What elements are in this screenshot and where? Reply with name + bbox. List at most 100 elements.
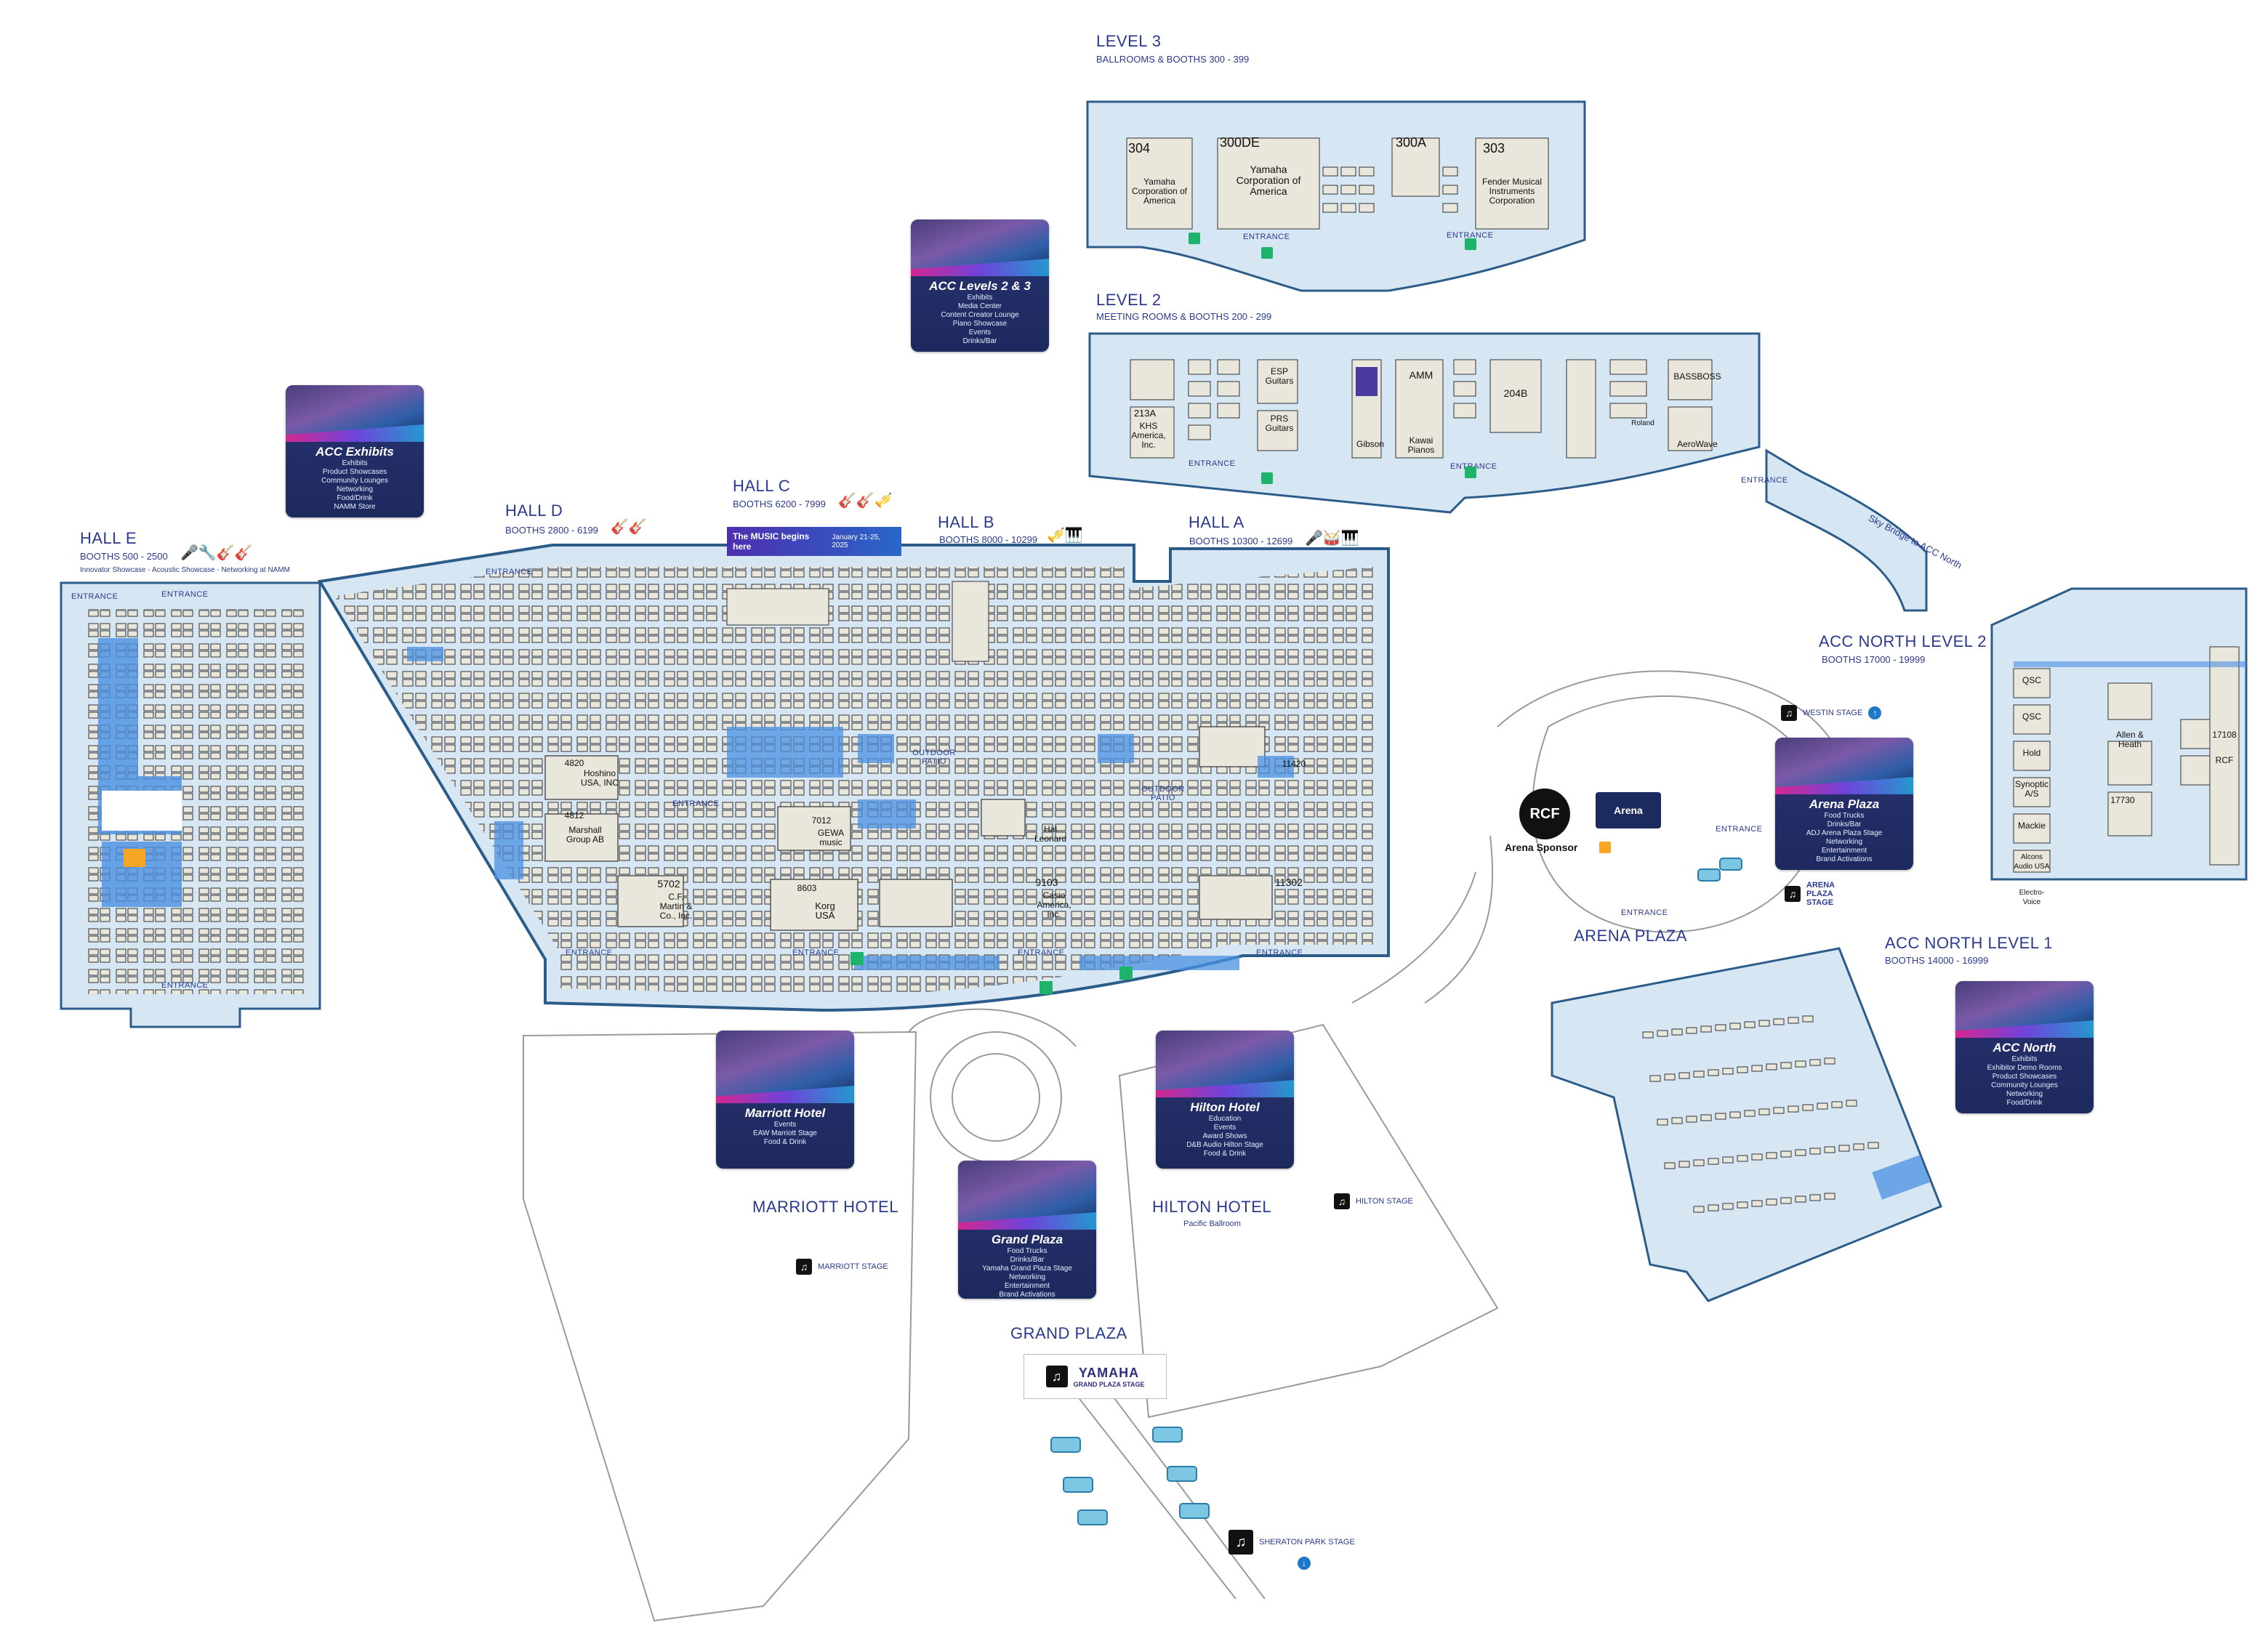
outdoor-patio-2: OUTDOOR PATIO	[1141, 785, 1185, 802]
hilton-stage[interactable]: ♫ HILTON STAGE	[1334, 1193, 1413, 1209]
acc-north-17108[interactable]: 17108	[2212, 730, 2237, 740]
level2-floor[interactable]	[1087, 331, 1770, 531]
stage-label: HILTON STAGE	[1356, 1197, 1413, 1206]
booth-213a[interactable]: 213A	[1133, 408, 1157, 419]
stage-label: WESTIN STAGE	[1803, 709, 1863, 717]
card-photo	[1156, 1031, 1294, 1097]
shuttle-bus-icon	[1179, 1503, 1210, 1519]
arena-plaza-label: ARENA PLAZA	[1574, 927, 1687, 945]
hall-e-note: Innovator Showcase - Acoustic Showcase -…	[80, 566, 291, 574]
booth-kawai[interactable]: Kawai Pianos	[1407, 435, 1435, 455]
booth-4812[interactable]: 4812	[564, 810, 584, 820]
booth-amm[interactable]: AMM	[1409, 369, 1433, 381]
acc-north-synoptic[interactable]: Synoptic A/S	[2014, 779, 2049, 799]
booth-5702[interactable]: 5702	[657, 878, 680, 890]
acc-north-alcons[interactable]: Alcons Audio USA	[2014, 853, 2050, 871]
hall-e-booths: BOOTHS 500 - 2500	[80, 551, 168, 562]
booth-8200-name: Hal Leonard	[1034, 824, 1067, 844]
card-line: Networking	[336, 485, 374, 493]
accessibility-icon	[1465, 238, 1476, 250]
shuttle-bus-icon	[1167, 1466, 1197, 1482]
booth-8603[interactable]: 8603	[797, 883, 817, 893]
booth-roland[interactable]: Roland	[1631, 419, 1654, 427]
acc-north-l2-booths: BOOTHS 17000 - 19999	[1822, 654, 1926, 665]
card-marriott[interactable]: Marriott Hotel Events EAW Marriott Stage…	[716, 1031, 854, 1169]
hall-b-title: HALL B	[938, 513, 995, 531]
main-halls-floor[interactable]	[313, 538, 1396, 1047]
booth-gibson[interactable]: Gibson	[1356, 439, 1385, 449]
booth-esp[interactable]: ESP Guitars	[1265, 366, 1294, 386]
level3-floor[interactable]	[1083, 94, 1592, 298]
booth-204b[interactable]: 204B	[1503, 387, 1528, 399]
card-line: Entertainment	[1004, 1282, 1050, 1290]
card-line: Events	[773, 1121, 797, 1129]
card-title: Hilton Hotel	[1190, 1100, 1260, 1114]
acc-north-l2-title: ACC NORTH LEVEL 2	[1819, 632, 1987, 650]
shuttle-bus-icon	[1050, 1437, 1081, 1453]
marriott-label: MARRIOTT HOTEL	[752, 1198, 898, 1216]
arena-sponsor-label: Arena Sponsor	[1505, 842, 1578, 853]
card-grand-plaza[interactable]: Grand Plaza Food Trucks Drinks/Bar Yamah…	[958, 1161, 1096, 1299]
stage-label: ARENA PLAZA STAGE	[1806, 881, 1835, 907]
sky-bridge	[1765, 448, 1928, 612]
booth-11420[interactable]: 11420	[1282, 759, 1306, 769]
level3-entrance-1: ENTRANCE	[1243, 233, 1290, 241]
hall-d-title: HALL D	[505, 501, 563, 520]
hall-a-title: HALL A	[1189, 513, 1244, 531]
sheraton-stage[interactable]: ♫ SHERATON PARK STAGE	[1228, 1530, 1355, 1555]
arrow-down-icon[interactable]: ↓	[1298, 1557, 1311, 1570]
acc-north-mackie[interactable]: Mackie	[2017, 820, 2046, 831]
card-acc-exhibits[interactable]: ACC Exhibits Exhibits Product Showcases …	[286, 385, 424, 517]
music-note-icon: ♫	[796, 1259, 812, 1275]
booth-304[interactable]: 304	[1128, 141, 1151, 156]
booth-bassboss[interactable]: BASSBOSS	[1673, 371, 1721, 382]
card-arena-plaza[interactable]: Arena Plaza Food Trucks Drinks/Bar ADJ A…	[1775, 738, 1913, 870]
booth-prs[interactable]: PRS Guitars	[1265, 414, 1294, 433]
hall-e-entrance-2: ENTRANCE	[161, 590, 209, 599]
hall-e-floor[interactable]	[58, 580, 327, 1031]
acc-north-ev[interactable]: Electro-Voice	[2019, 889, 2045, 906]
shuttle-bus-icon	[1152, 1427, 1183, 1443]
card-acc-levels[interactable]: ACC Levels 2 & 3 Exhibits Media Center C…	[911, 219, 1049, 352]
booth-300a[interactable]: 300A	[1396, 135, 1427, 150]
outdoor-patio-1: OUTDOOR PATIO	[912, 749, 956, 766]
booth-8603-name: Korg USA	[815, 900, 835, 921]
main-entrance-3: ENTRANCE	[792, 948, 840, 957]
card-line: Media Center	[957, 302, 1002, 310]
card-photo	[1955, 981, 2094, 1038]
acc-north-qsc-1[interactable]: QSC	[2022, 675, 2041, 685]
acc-north-qsc-2[interactable]: QSC	[2022, 711, 2041, 722]
arena-plaza-stage[interactable]: ♫ ARENA PLAZA STAGE	[1785, 881, 1846, 907]
card-line: Drinks/Bar	[1010, 1256, 1045, 1264]
acc-north-l1-floor[interactable]	[1548, 945, 1955, 1308]
hall-e-title: HALL E	[80, 529, 137, 547]
acc-north-l2-floor[interactable]	[1984, 574, 2261, 887]
booth-7012[interactable]: 7012	[811, 815, 832, 826]
westin-stage[interactable]: ♫ WESTIN STAGE ↑	[1781, 705, 1882, 721]
acc-north-bridge-entrance: ENTRANCE	[1741, 476, 1788, 485]
marriott-stage[interactable]: ♫ MARRIOTT STAGE	[796, 1259, 888, 1275]
booth-9103[interactable]: 9103	[1035, 876, 1058, 888]
hall-e-entrance-1: ENTRANCE	[71, 592, 118, 601]
music-note-icon: ♫	[1785, 886, 1801, 902]
acc-north-hold[interactable]: Hold	[2022, 748, 2041, 758]
level2-subtitle: MEETING ROOMS & BOOTHS 200 - 299	[1096, 311, 1272, 322]
acc-north-17730[interactable]: 17730	[2110, 795, 2135, 805]
booth-4820[interactable]: 4820	[564, 758, 584, 768]
card-line: Entertainment	[1821, 847, 1867, 855]
accessibility-icon	[1261, 247, 1273, 259]
yamaha-grand-plaza-stage[interactable]: ♫ YAMAHA GRAND PLAZA STAGE	[1024, 1354, 1167, 1399]
card-hilton[interactable]: Hilton Hotel Education Events Award Show…	[1156, 1031, 1294, 1169]
card-line: Food & Drink	[763, 1138, 807, 1146]
card-acc-north[interactable]: ACC North Exhibits Exhibitor Demo Rooms …	[1955, 981, 2094, 1113]
arena-badge: Arena	[1596, 792, 1661, 828]
banner-text: The MUSIC begins here	[733, 531, 810, 552]
acc-north-rcf[interactable]: RCF	[2215, 755, 2234, 765]
booth-aerowave[interactable]: AeroWave	[1677, 439, 1718, 449]
booth-303[interactable]: 303	[1483, 141, 1505, 156]
acc-north-allen-heath[interactable]: Allen & Heath	[2115, 730, 2144, 749]
accessibility-icon	[1465, 467, 1476, 478]
booth-300de[interactable]: 300DE	[1220, 135, 1260, 150]
card-line: Yamaha Grand Plaza Stage	[982, 1265, 1072, 1273]
booth-11302[interactable]: 11302	[1275, 876, 1303, 888]
